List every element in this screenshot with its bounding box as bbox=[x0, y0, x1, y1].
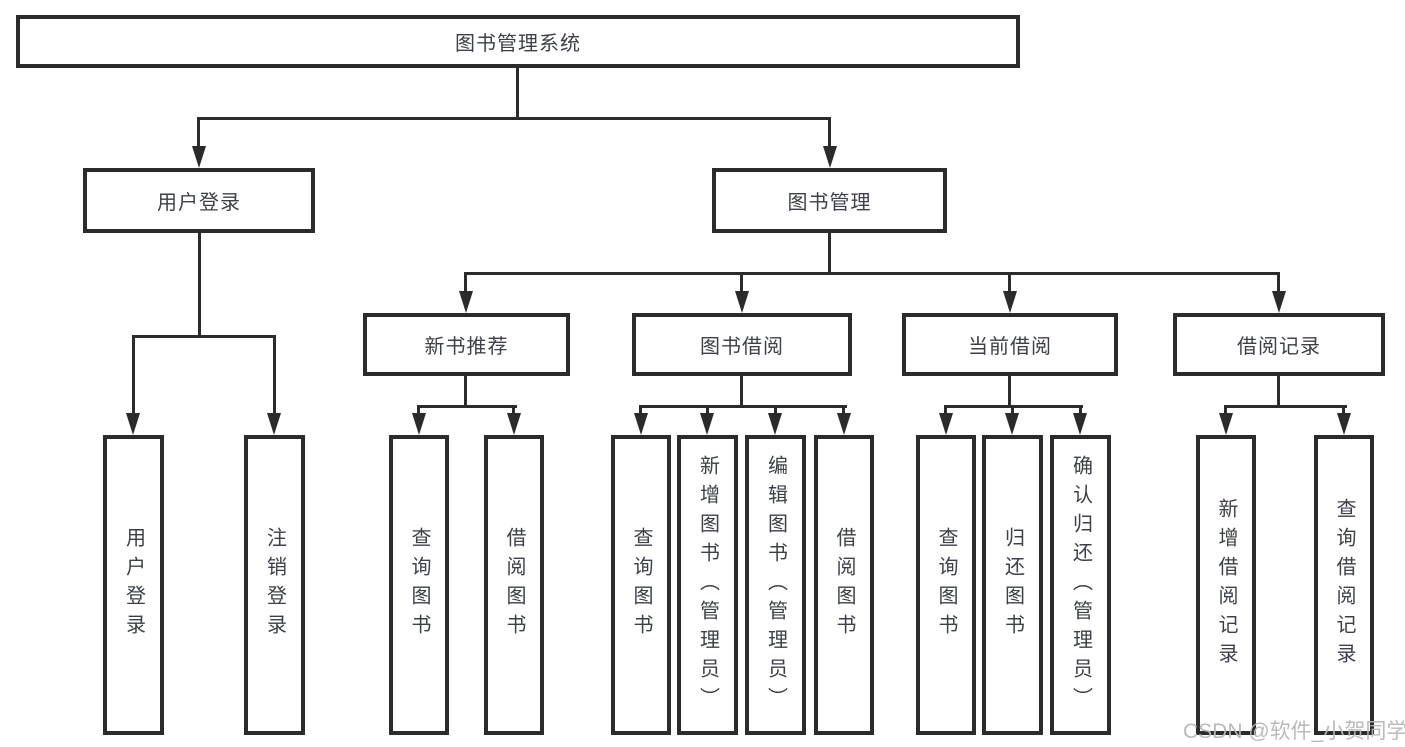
leaf-label: 查询图书 bbox=[408, 527, 430, 643]
leaf-label: 新增借阅记录 bbox=[1215, 498, 1237, 672]
leaf-label: 用户登录 bbox=[122, 527, 145, 643]
connector-drop-current-borrow bbox=[1008, 272, 1011, 292]
node-new-book-recommend: 新书推荐 bbox=[363, 313, 570, 376]
leaf-nbr-query-book: 查询图书 bbox=[389, 435, 449, 735]
connector-book-borrow-bar bbox=[639, 405, 847, 408]
connector-drop bbox=[1342, 405, 1345, 416]
arrow-down-icon bbox=[1003, 291, 1017, 313]
node-label: 新书推荐 bbox=[424, 336, 509, 358]
connector-user-login-stem bbox=[198, 232, 201, 338]
node-label: 借阅记录 bbox=[1237, 336, 1321, 358]
connector-drop bbox=[1224, 405, 1227, 416]
connector-drop bbox=[774, 405, 777, 416]
leaf-label: 编辑图书（管理员） bbox=[764, 454, 787, 716]
connector-root-bar bbox=[197, 117, 831, 120]
connector-drop bbox=[944, 405, 947, 416]
arrow-down-icon bbox=[700, 413, 714, 435]
node-root: 图书管理系统 bbox=[16, 15, 1020, 68]
connector-drop bbox=[706, 405, 709, 416]
connector-drop-book-management bbox=[828, 117, 831, 148]
leaf-cb-query-book: 查询图书 bbox=[916, 435, 976, 735]
leaf-br-add-record: 新增借阅记录 bbox=[1196, 435, 1256, 735]
leaf-nbr-borrow-book: 借阅图书 bbox=[484, 435, 544, 735]
connector-user-login-bar bbox=[132, 335, 275, 338]
leaf-label: 查询借阅记录 bbox=[1333, 498, 1355, 672]
connector-drop-new-book bbox=[464, 272, 467, 292]
connector-borrow-records-stem bbox=[1277, 375, 1280, 408]
leaf-user-login: 用户登录 bbox=[103, 435, 164, 735]
arrow-down-icon bbox=[1073, 413, 1087, 435]
connector-drop bbox=[512, 405, 515, 416]
leaf-label: 归还图书 bbox=[1001, 527, 1024, 643]
leaf-bb-edit-book-admin: 编辑图书（管理员） bbox=[745, 435, 806, 735]
arrow-down-icon bbox=[1005, 413, 1019, 435]
leaf-label: 确认归还（管理员） bbox=[1069, 454, 1092, 716]
node-book-borrow: 图书借阅 bbox=[632, 313, 852, 376]
connector-drop-book-borrow bbox=[740, 272, 743, 292]
arrow-down-icon bbox=[192, 146, 206, 168]
leaf-cb-return-book: 归还图书 bbox=[982, 435, 1043, 735]
csdn-watermark: CSDN @软件_小贺同学 bbox=[1183, 720, 1405, 743]
connector-book-borrow-stem bbox=[740, 375, 743, 408]
arrow-down-icon bbox=[126, 413, 140, 435]
arrow-down-icon bbox=[768, 413, 782, 435]
node-book-management: 图书管理 bbox=[712, 168, 947, 233]
node-label: 图书管理系统 bbox=[455, 33, 581, 55]
arrow-down-icon bbox=[634, 413, 648, 435]
leaf-label: 借阅图书 bbox=[503, 527, 525, 643]
leaf-cb-confirm-return-admin: 确认归还（管理员） bbox=[1050, 435, 1111, 735]
node-label: 图书借阅 bbox=[700, 336, 784, 358]
leaf-bb-query-book: 查询图书 bbox=[611, 435, 671, 735]
connector-drop-borrow-records bbox=[1277, 272, 1280, 292]
arrow-down-icon bbox=[837, 413, 851, 435]
connector-drop bbox=[1079, 405, 1082, 416]
node-label: 当前借阅 bbox=[968, 336, 1052, 358]
connector-book-mgmt-bar bbox=[465, 272, 1280, 275]
connector-drop bbox=[417, 405, 420, 416]
leaf-label: 查询图书 bbox=[935, 527, 957, 643]
connector-drop bbox=[842, 405, 845, 416]
arrow-down-icon bbox=[459, 291, 473, 313]
connector-drop bbox=[639, 405, 642, 416]
leaf-bb-borrow-book: 借阅图书 bbox=[814, 435, 874, 735]
node-label: 图书管理 bbox=[787, 192, 872, 214]
connector-drop bbox=[1011, 405, 1014, 416]
arrow-down-icon bbox=[1219, 413, 1233, 435]
leaf-label: 借阅图书 bbox=[833, 527, 855, 643]
connector-root-stem bbox=[516, 67, 519, 117]
connector-drop-login-leaf bbox=[132, 335, 135, 415]
connector-current-borrow-stem bbox=[1008, 375, 1011, 408]
arrow-down-icon bbox=[267, 413, 281, 435]
arrow-down-icon bbox=[1337, 413, 1351, 435]
leaf-label: 注销登录 bbox=[263, 527, 286, 643]
arrow-down-icon bbox=[507, 413, 521, 435]
leaf-label: 查询图书 bbox=[630, 527, 652, 643]
connector-drop-logout-leaf bbox=[273, 335, 276, 415]
leaf-bb-add-book-admin: 新增图书（管理员） bbox=[677, 435, 738, 735]
node-borrow-records: 借阅记录 bbox=[1173, 313, 1385, 376]
leaf-logout: 注销登录 bbox=[244, 435, 305, 735]
leaf-br-query-record: 查询借阅记录 bbox=[1314, 435, 1374, 735]
node-user-login: 用户登录 bbox=[83, 168, 315, 233]
arrow-down-icon bbox=[1272, 291, 1286, 313]
node-label: 用户登录 bbox=[157, 192, 241, 214]
arrow-down-icon bbox=[735, 291, 749, 313]
connector-new-book-stem bbox=[464, 375, 467, 408]
node-current-borrow: 当前借阅 bbox=[902, 313, 1118, 376]
arrow-down-icon bbox=[823, 146, 837, 168]
arrow-down-icon bbox=[412, 413, 426, 435]
arrow-down-icon bbox=[939, 413, 953, 435]
connector-new-book-bar bbox=[417, 405, 517, 408]
connector-borrow-records-bar bbox=[1224, 405, 1347, 408]
connector-book-mgmt-stem bbox=[828, 232, 831, 275]
connector-drop-user-login bbox=[197, 117, 200, 148]
leaf-label: 新增图书（管理员） bbox=[696, 454, 719, 716]
